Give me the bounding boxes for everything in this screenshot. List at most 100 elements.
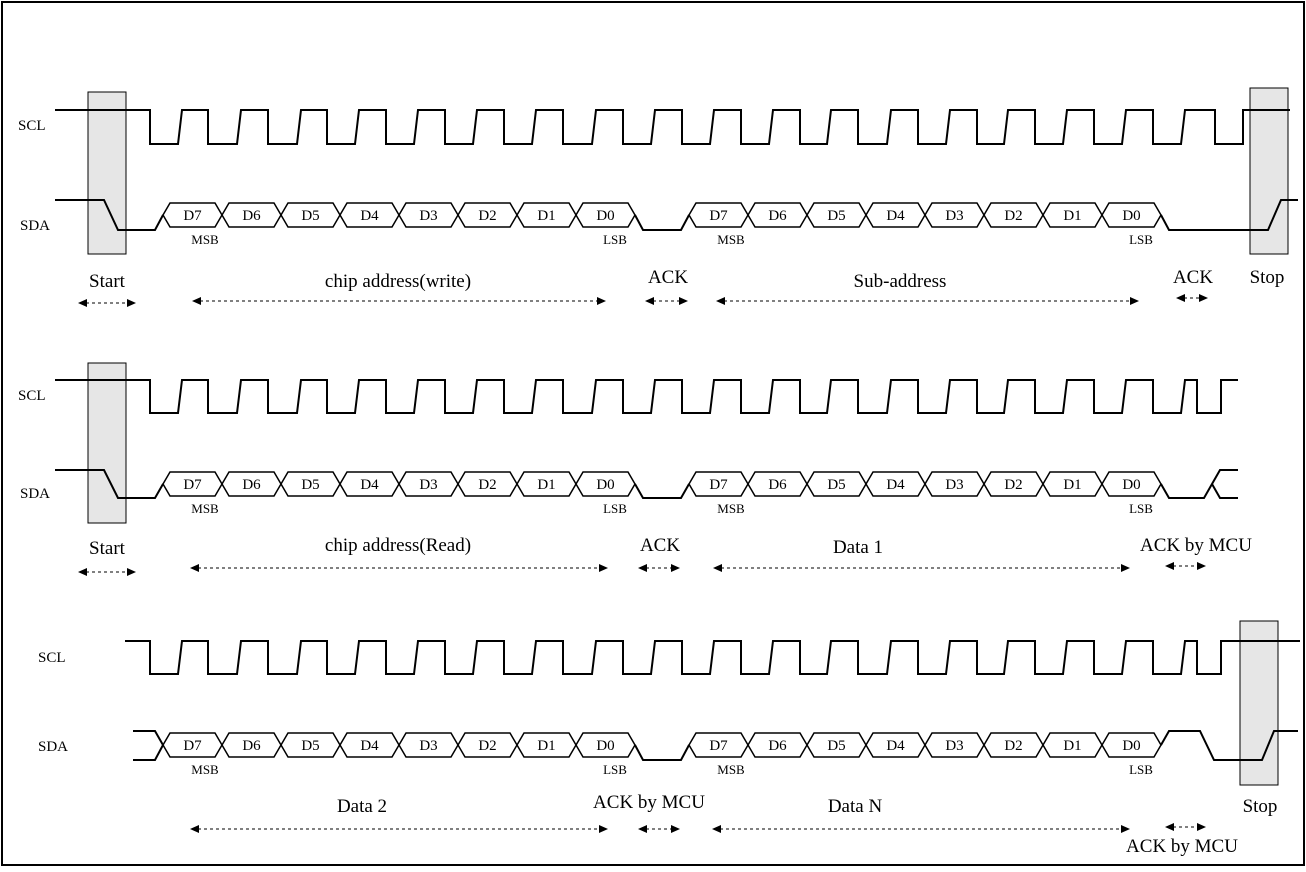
stop-label: Stop [1243,796,1278,817]
ack2-span-arrow-left-arrowhead [1165,562,1174,570]
data-bit-label: D0 [596,477,614,493]
byte2-span-arrow-right-arrowhead [1121,564,1130,572]
byte2-label: Data N [828,796,883,817]
data-bit-label: D6 [768,738,787,754]
data-bit-label: D3 [945,738,963,754]
byte1-label: Data 2 [337,796,387,817]
ack2-span-arrow-right-arrowhead [1199,294,1208,302]
ack1-span-arrow [645,297,688,305]
data-bit-label: D2 [1004,477,1022,493]
data-bit-label: D4 [886,208,905,224]
start-span-arrow-right-arrowhead [127,299,136,307]
ack2-label: ACK [1173,267,1213,288]
scl-waveform [125,640,1300,675]
byte1-span-arrow-right-arrowhead [599,825,608,833]
data-bit-label: D2 [478,477,496,493]
sda-ack-waveform [634,214,690,231]
data-bit-label: D7 [709,477,728,493]
ack2-span-arrow-left-arrowhead [1176,294,1185,302]
scl-signal-label: SCL [38,650,66,666]
scl-signal-label: SCL [18,388,46,404]
ack1-span-arrow-right-arrowhead [679,297,688,305]
start-span-arrow [78,568,136,576]
data-bit-label: D2 [478,208,496,224]
data-bit-label: D3 [419,738,437,754]
data-bit-label: D7 [709,208,728,224]
data-bit-label: D5 [827,208,845,224]
lsb-label: LSB [1129,232,1153,247]
data-bit-label: D6 [242,477,261,493]
ack2-label: ACK by MCU [1140,535,1252,556]
byte1-span-arrow-left-arrowhead [190,825,199,833]
data-bit-label: D2 [1004,208,1022,224]
data-bit-label: D0 [596,208,614,224]
data-bit-label: D5 [301,477,319,493]
data-bit-label: D6 [768,477,787,493]
ack2-label: ACK by MCU [1126,836,1238,857]
data-bit-label: D7 [709,738,728,754]
byte2-span-arrow [716,297,1139,305]
byte1-span-arrow [192,297,606,305]
data-bit-label: D0 [1122,208,1140,224]
start-span-arrow-left-arrowhead [78,568,87,576]
scl-waveform [55,379,1238,414]
start-span-arrow [78,299,136,307]
data-bit-label: D5 [301,208,319,224]
data-bit-label: D2 [478,738,496,754]
byte1-span-arrow [190,564,608,572]
ack2-span-arrow [1165,562,1206,570]
byte2-span-arrow-right-arrowhead [1121,825,1130,833]
sda-ack-mcu-waveform [634,744,690,761]
sda-next-waveform [1211,483,1238,499]
msb-label: MSB [717,762,745,777]
start-span-arrow-right-arrowhead [127,568,136,576]
lsb-label: LSB [603,232,627,247]
ack2-span-arrow [1165,823,1206,831]
ack2-span-arrow [1176,294,1208,302]
byte2-span-arrow [712,825,1130,833]
sda-signal-label: SDA [20,486,50,502]
data-bit-label: D1 [1063,477,1081,493]
data-bit-label: D0 [1122,477,1140,493]
data-bit-label: D3 [419,477,437,493]
data-bit-label: D7 [183,208,202,224]
data-bit-label: D1 [537,477,555,493]
data-bit-label: D6 [242,208,261,224]
data-bit-label: D5 [827,738,845,754]
sda-ack-mcu-waveform [1160,469,1238,499]
data-bit-label: D6 [242,738,261,754]
lsb-label: LSB [1129,762,1153,777]
ack2-span-arrow-right-arrowhead [1197,562,1206,570]
ack1-span-arrow-left-arrowhead [645,297,654,305]
msb-label: MSB [191,232,219,247]
ack1-span-arrow [638,825,680,833]
start-span-arrow-left-arrowhead [78,299,87,307]
msb-label: MSB [191,501,219,516]
data-bit-label: D5 [301,738,319,754]
sda-signal-label: SDA [20,218,50,234]
data-bit-label: D7 [183,477,202,493]
ack2-span-arrow-left-arrowhead [1165,823,1174,831]
byte1-span-arrow-right-arrowhead [599,564,608,572]
byte2-span-arrow-left-arrowhead [712,825,721,833]
msb-label: MSB [191,762,219,777]
sda-start-waveform [55,469,164,499]
ack1-span-arrow-right-arrowhead [671,564,680,572]
msb-label: MSB [717,232,745,247]
lsb-label: LSB [603,762,627,777]
sda-signal-label: SDA [38,739,68,755]
byte1-span-arrow-left-arrowhead [190,564,199,572]
ack2-span-arrow-right-arrowhead [1197,823,1206,831]
data-bit-label: D3 [945,477,963,493]
start-label: Start [89,271,126,292]
ack1-label: ACK by MCU [593,792,705,813]
start-condition-highlight [87,91,127,255]
